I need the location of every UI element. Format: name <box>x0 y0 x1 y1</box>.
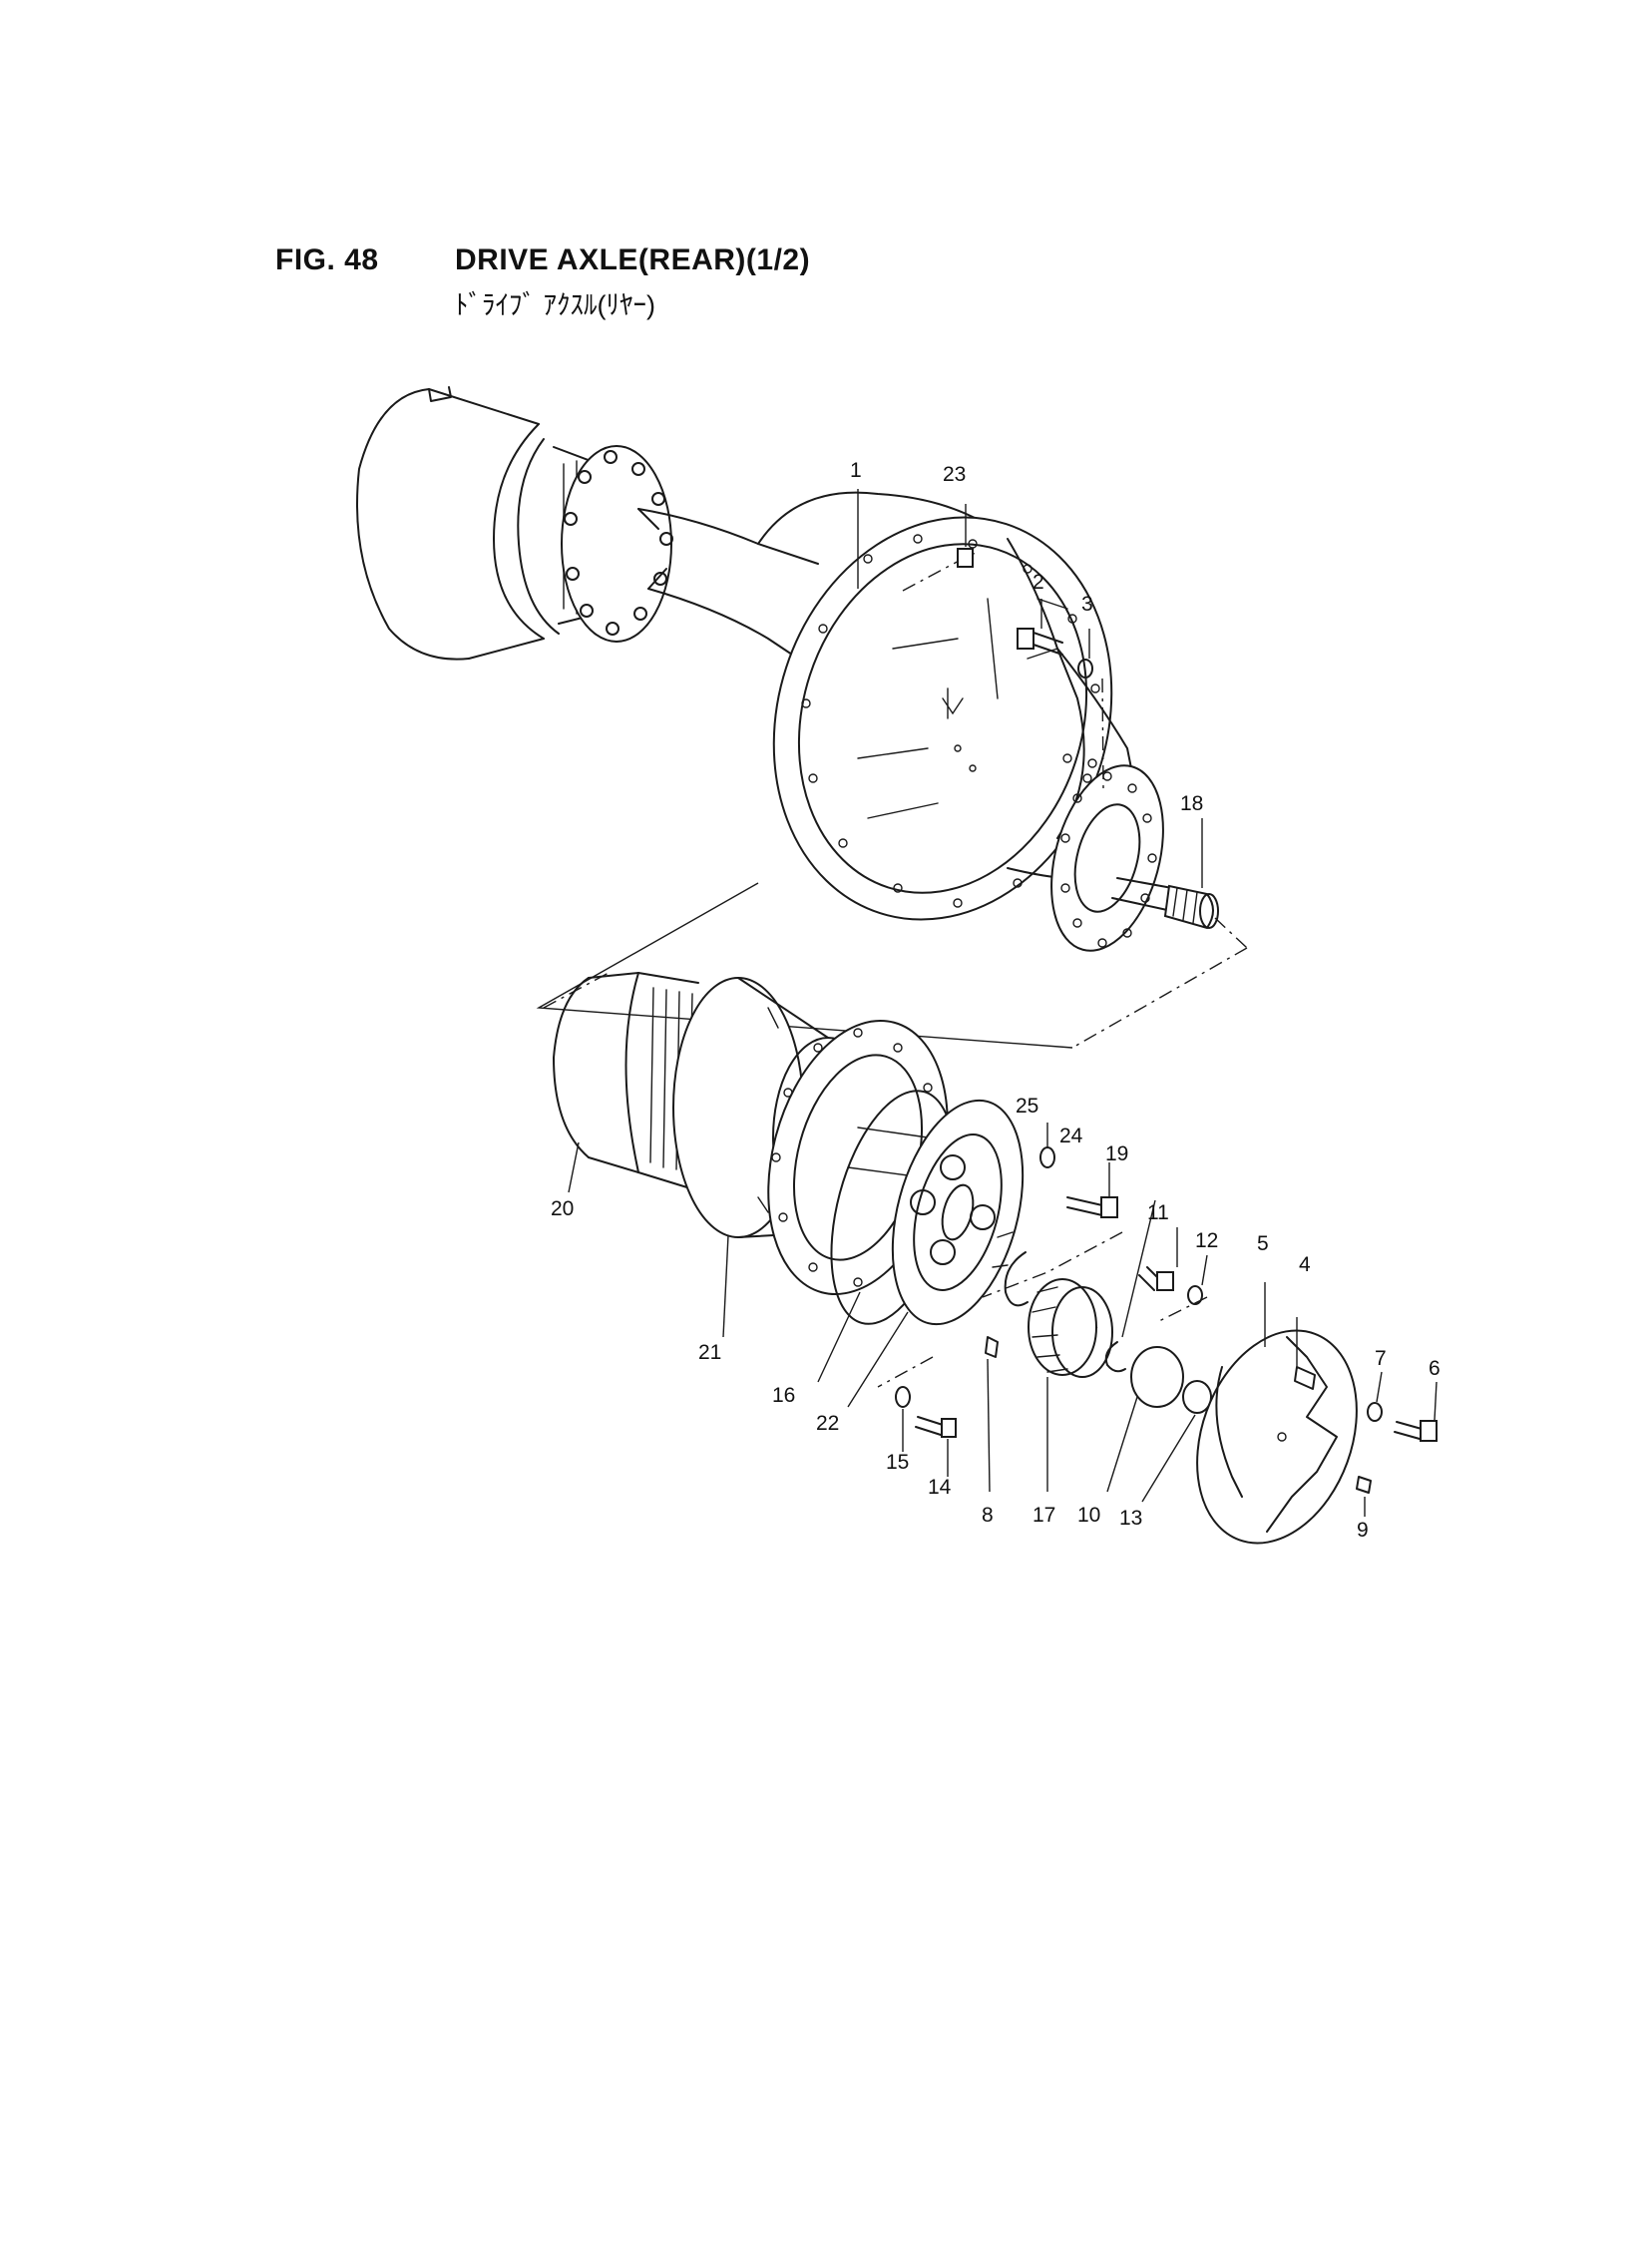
part-label-5: 5 <box>1257 1232 1269 1255</box>
part-number-labels: 1 2 3 4 5 6 7 8 9 10 11 12 13 14 15 16 1… <box>551 459 1441 1542</box>
part-label-11: 11 <box>1147 1201 1169 1224</box>
part-label-8: 8 <box>982 1504 994 1527</box>
right-flange <box>1050 764 1164 952</box>
part-25-washer <box>1039 1146 1055 1168</box>
part-label-12: 12 <box>1195 1229 1218 1252</box>
figure-subtitle: ﾄﾞﾗｲﾌﾞ ｱｸｽﾙ(ﾘﾔｰ) <box>455 290 655 320</box>
axle-shaft-spline <box>1163 884 1214 930</box>
part-label-13: 13 <box>1119 1507 1142 1530</box>
part-11-bolt <box>1138 1266 1174 1291</box>
callout-leader-lines <box>568 489 1438 1517</box>
part-2-bolt <box>1017 628 1063 656</box>
figure-number: FIG. 48 <box>275 243 379 276</box>
part-6-bolt <box>1394 1420 1438 1442</box>
bowl-bolt-holes <box>801 534 1100 908</box>
hub-flange <box>561 445 672 643</box>
part-label-15: 15 <box>886 1451 909 1474</box>
figure-title: DRIVE AXLE(REAR)(1/2) <box>455 243 811 276</box>
part-4-plug <box>1294 1366 1316 1390</box>
part-label-23: 23 <box>943 463 966 486</box>
part-label-10: 10 <box>1077 1504 1100 1527</box>
part-17-sun-gear <box>1028 1278 1113 1378</box>
part-label-7: 7 <box>1375 1347 1387 1370</box>
part-13-cap <box>1182 1380 1212 1414</box>
part-14-bolt <box>915 1416 957 1438</box>
part-7-washer <box>1367 1402 1383 1422</box>
part-label-16: 16 <box>772 1384 795 1407</box>
part-12-washer <box>1187 1285 1203 1305</box>
part-19-snap-ring <box>1004 1251 1029 1307</box>
part-label-9: 9 <box>1357 1519 1369 1542</box>
part-9-plug <box>1356 1476 1372 1494</box>
flange-studs <box>564 450 673 636</box>
part-label-21: 21 <box>698 1341 721 1364</box>
part-23-plug <box>957 548 974 568</box>
part-5-cover <box>1196 1329 1358 1545</box>
part-22-plate <box>891 1099 1025 1326</box>
axle-housing-assembly <box>356 386 1219 952</box>
part-label-25: 25 <box>1016 1095 1038 1118</box>
part-15-washer <box>895 1386 911 1408</box>
part-10-disc <box>1130 1346 1184 1408</box>
part-label-6: 6 <box>1429 1357 1441 1380</box>
part-label-17: 17 <box>1032 1504 1055 1527</box>
part-3-washer <box>1077 659 1093 679</box>
part-label-19: 19 <box>1105 1142 1128 1165</box>
part-label-2: 2 <box>1032 571 1044 594</box>
part-label-24: 24 <box>1059 1125 1083 1147</box>
part-label-1: 1 <box>850 459 862 482</box>
part-label-14: 14 <box>928 1476 952 1499</box>
part-label-3: 3 <box>1081 593 1093 616</box>
part-label-4: 4 <box>1299 1253 1311 1276</box>
part-label-20: 20 <box>551 1197 574 1220</box>
clip-ring <box>1104 1341 1126 1373</box>
wheel-hub-assembly <box>553 548 1438 1545</box>
part-label-22: 22 <box>816 1412 839 1435</box>
part-label-18: 18 <box>1180 792 1203 815</box>
center-bowl-opening <box>772 516 1113 921</box>
part-8-pin <box>985 1336 999 1358</box>
part-24-bolt <box>1066 1196 1118 1218</box>
